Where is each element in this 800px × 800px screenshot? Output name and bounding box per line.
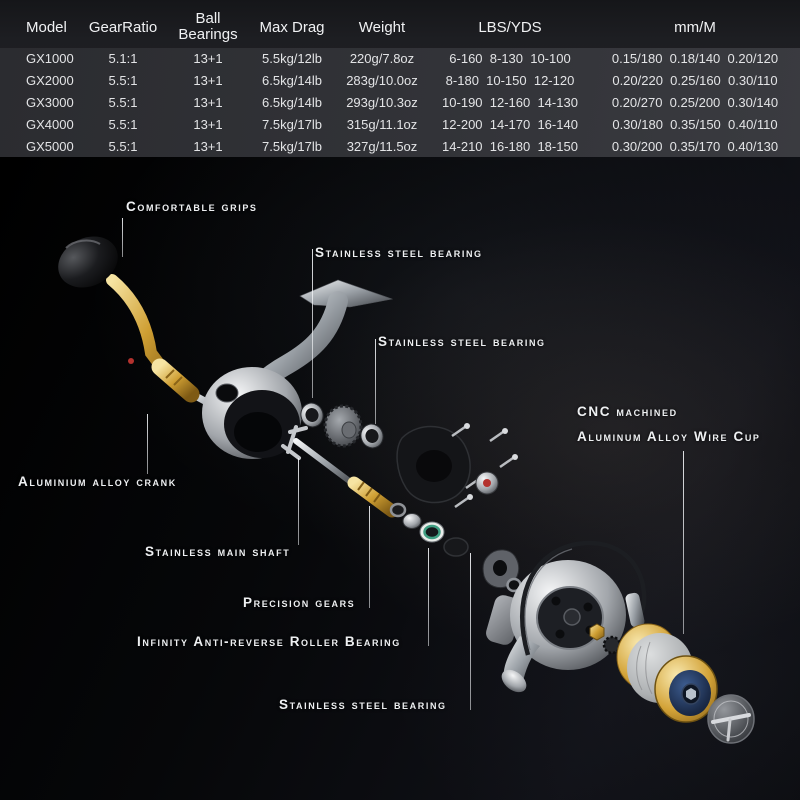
cell-max-drag: 6.5kg/14lb xyxy=(262,73,322,89)
cell-gear-ratio: 5.1:1 xyxy=(108,51,138,67)
callout-line-infinity-anti-reverse xyxy=(428,548,429,646)
cell-weight: 327g/11.5oz xyxy=(346,138,418,154)
header-weight: Weight xyxy=(358,18,406,36)
spec-table: Model GearRatio Ball Bearings Max Drag W… xyxy=(0,0,800,157)
callout-comfortable-grips: Comfortable grips xyxy=(126,199,258,214)
cell-mm-m: 0.20/220 0.25/160 0.30/110 xyxy=(612,73,778,89)
cell-mm-m: 0.20/270 0.25/200 0.30/140 xyxy=(611,94,779,110)
cell-mm-m: 0.15/180 0.18/140 0.20/120 xyxy=(611,51,779,67)
header-ball-bearings-line2: Bearings xyxy=(178,26,238,43)
cell-lbs-yds: 14-210 16-180 18-150 xyxy=(442,138,578,154)
cell-lbs-yds: 6-160 8-130 10-100 xyxy=(449,51,571,67)
cell-mm-m: 0.30/200 0.35/170 0.40/130 xyxy=(611,138,779,154)
cell-max-drag: 6.5kg/14lb xyxy=(262,94,322,110)
cell-weight: 283g/10.0oz xyxy=(346,73,418,89)
callout-precision-gears: Precision gears xyxy=(243,595,356,610)
callout-infinity-anti-reverse: Infinity Anti-reverse Roller Bearing xyxy=(137,634,401,649)
callout-stainless-bearing-bottom: Stainless steel bearing xyxy=(279,697,447,712)
table-row: GX5000 5.5:1 13+1 7.5kg/17lb 327g/11.5oz… xyxy=(0,135,800,157)
callout-line-stainless-main-shaft xyxy=(298,458,299,545)
callout-aluminium-alloy-crank: Aluminium alloy crank xyxy=(18,474,177,489)
callout-line-stainless-bearing-top xyxy=(312,249,313,398)
header-model: Model xyxy=(26,18,67,36)
table-row: GX3000 5.5:1 13+1 6.5kg/14lb 293g/10.3oz… xyxy=(0,92,800,114)
cell-ball-bearings: 13+1 xyxy=(193,138,223,154)
cell-max-drag: 7.5kg/17lb xyxy=(262,116,322,132)
table-row: GX2000 5.5:1 13+1 6.5kg/14lb 283g/10.0oz… xyxy=(0,70,800,92)
callout-line-comfortable-grips xyxy=(122,218,123,257)
cell-model: GX4000 xyxy=(26,116,74,132)
cell-ball-bearings: 13+1 xyxy=(193,94,223,110)
cell-gear-ratio: 5.5:1 xyxy=(108,73,138,89)
header-ball-bearings-line1: Ball xyxy=(195,9,221,27)
callout-line-aluminium-alloy-crank xyxy=(147,414,148,474)
header-max-drag: Max Drag xyxy=(259,18,325,36)
callout-cnc-machined-line1: CNC machined xyxy=(577,404,678,419)
cell-weight: 315g/11.1oz xyxy=(346,116,418,132)
cell-weight: 220g/7.8oz xyxy=(349,51,415,67)
table-row: GX4000 5.5:1 13+1 7.5kg/17lb 315g/11.1oz… xyxy=(0,113,800,135)
callout-line-stainless-bearing-mid xyxy=(375,339,376,424)
callout-cnc-machined-line2: Aluminum Alloy Wire Cup xyxy=(577,429,761,444)
table-header-row: Model GearRatio Ball Bearings Max Drag W… xyxy=(0,6,800,48)
cell-ball-bearings: 13+1 xyxy=(193,116,223,132)
cell-gear-ratio: 5.5:1 xyxy=(108,138,138,154)
callout-line-precision-gears xyxy=(369,506,370,608)
header-gear-ratio: GearRatio xyxy=(88,18,158,36)
cell-max-drag: 7.5kg/17lb xyxy=(262,138,322,154)
cell-model: GX5000 xyxy=(26,138,74,154)
callout-stainless-bearing-top: Stainless steel bearing xyxy=(315,245,483,260)
cell-lbs-yds: 8-180 10-150 12-120 xyxy=(445,73,575,89)
cell-lbs-yds: 12-200 14-170 16-140 xyxy=(442,116,578,132)
cell-ball-bearings: 13+1 xyxy=(193,73,223,89)
cell-ball-bearings: 13+1 xyxy=(193,51,223,67)
cell-model: GX2000 xyxy=(26,73,74,89)
cell-lbs-yds: 10-190 12-160 14-130 xyxy=(442,94,578,110)
header-lbs-yds: LBS/YDS xyxy=(478,18,542,36)
cell-max-drag: 5.5kg/12lb xyxy=(262,51,322,67)
table-row: GX1000 5.1:1 13+1 5.5kg/12lb 220g/7.8oz … xyxy=(0,48,800,70)
cell-gear-ratio: 5.5:1 xyxy=(108,94,138,110)
callout-line-cnc-machined xyxy=(683,451,684,634)
cell-weight: 293g/10.3oz xyxy=(346,94,418,110)
callout-stainless-bearing-mid: Stainless steel bearing xyxy=(378,334,546,349)
cell-model: GX3000 xyxy=(26,94,74,110)
callout-stainless-main-shaft: Stainless main shaft xyxy=(145,544,291,559)
cell-gear-ratio: 5.5:1 xyxy=(108,116,138,132)
table-rows: GX1000 5.1:1 13+1 5.5kg/12lb 220g/7.8oz … xyxy=(0,48,800,157)
cell-mm-m: 0.30/180 0.35/150 0.40/110 xyxy=(612,116,778,132)
callout-line-stainless-bearing-bottom xyxy=(470,553,471,710)
header-mm-m: mm/M xyxy=(674,18,716,36)
header-ball-bearings: Ball Bearings xyxy=(166,9,250,44)
cell-model: GX1000 xyxy=(26,51,74,67)
